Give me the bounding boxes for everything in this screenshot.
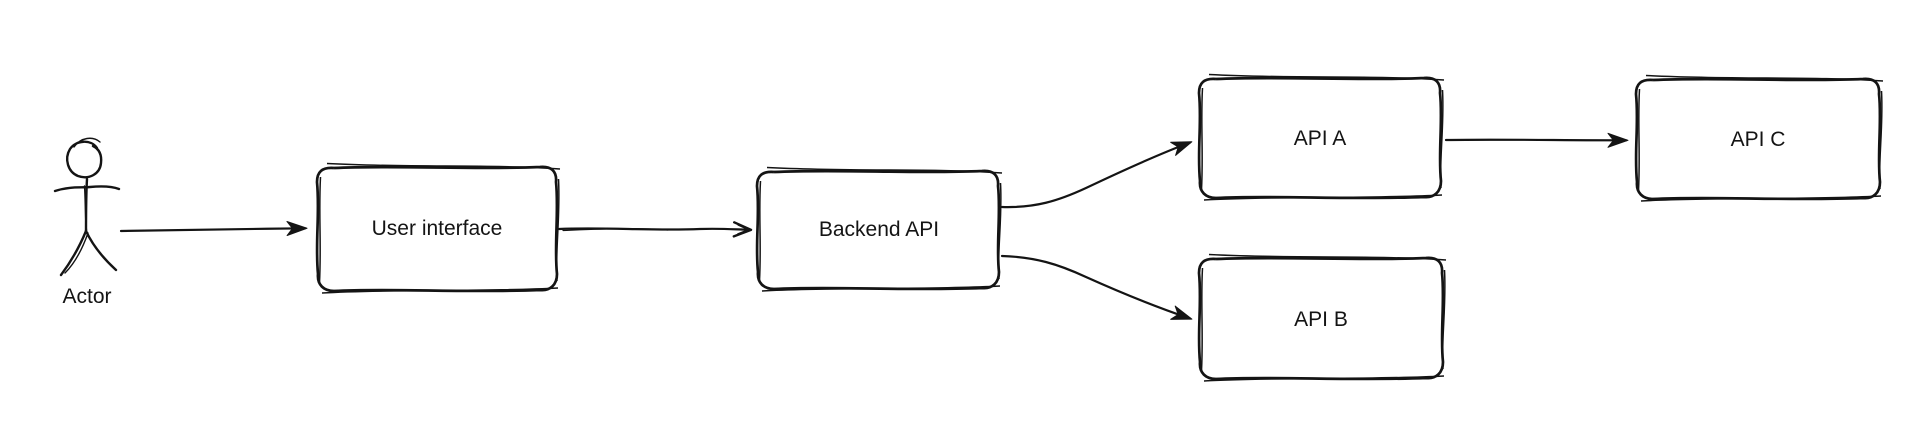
edge-backend-api-to-api-b[interactable] <box>1000 254 1193 320</box>
node-backend-api[interactable]: Backend API <box>755 166 1003 292</box>
node-api-c-box <box>1634 77 1882 201</box>
node-api-c-label: API C <box>1731 128 1786 151</box>
node-user-interface-box-overlay <box>318 162 561 294</box>
node-api-b-box-overlay <box>1200 253 1447 382</box>
node-backend-api-box-overlay <box>758 166 1003 292</box>
edge-api-a-to-api-c[interactable] <box>1444 132 1629 148</box>
node-backend-api-box <box>755 169 1001 291</box>
node-api-a-box <box>1197 76 1443 200</box>
node-api-a-label: API A <box>1294 127 1347 150</box>
actor-body-overlay <box>83 185 88 231</box>
actor-head <box>66 140 103 179</box>
actor-right-leg <box>84 229 118 272</box>
actor-left-leg <box>59 229 88 277</box>
actor-head-overlay <box>73 137 101 148</box>
node-api-b-box <box>1197 256 1445 381</box>
edge-backend-api-to-api-a[interactable] <box>1000 141 1193 209</box>
node-api-c-box-overlay <box>1637 74 1884 202</box>
node-api-b[interactable]: API B <box>1197 253 1447 382</box>
node-api-a[interactable]: API A <box>1197 73 1445 201</box>
node-backend-api-label: Backend API <box>819 218 939 241</box>
edge-user-interface-to-backend-api[interactable] <box>557 221 753 238</box>
stick-figure-icon <box>53 137 121 277</box>
node-api-b-label: API B <box>1294 308 1348 331</box>
node-api-c[interactable]: API C <box>1634 74 1884 202</box>
node-actor[interactable]: Actor <box>53 137 121 308</box>
actor-label: Actor <box>62 285 111 308</box>
edge-user-interface-to-backend-api-overlay <box>562 228 669 232</box>
edge-actor-to-user-interface[interactable] <box>119 220 308 236</box>
node-user-interface-label: User interface <box>372 217 503 240</box>
node-user-interface[interactable]: User interface <box>315 162 561 294</box>
actor-left-leg-overlay <box>64 232 89 274</box>
node-user-interface-box <box>315 165 559 293</box>
actor-arms <box>53 185 121 193</box>
node-api-a-box-overlay <box>1200 73 1445 201</box>
